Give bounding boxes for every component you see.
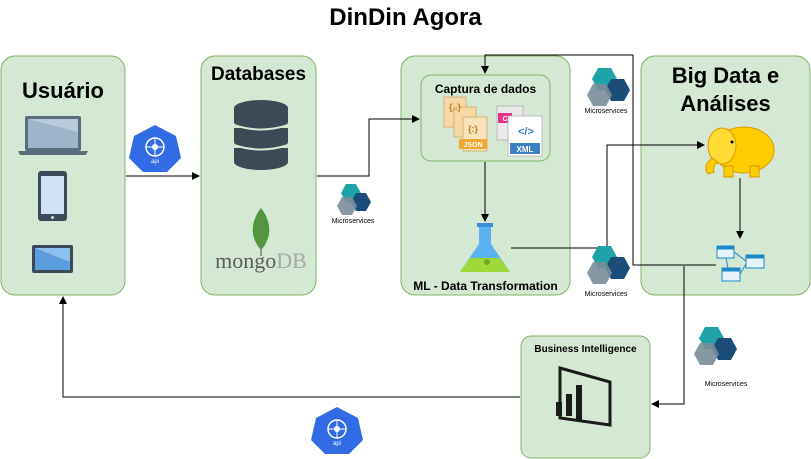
edge-analytics-captura	[481, 54, 716, 266]
flask-icon	[460, 223, 510, 272]
k8s-api-icon-bottom	[311, 407, 363, 454]
edge-analytics-bi	[651, 266, 685, 408]
powerbi-icon	[556, 366, 612, 427]
usuario-label: Usuário	[22, 78, 104, 103]
svg-text:{:}: {:}	[468, 124, 478, 134]
hadoop-elephant-icon	[705, 126, 775, 178]
microservices-label-2: Microservices	[584, 108, 628, 115]
ml-label: ML - Data Transformation	[413, 279, 558, 293]
xml-file-label: XML	[517, 145, 534, 154]
microservices-label-4: Microservices	[704, 381, 748, 388]
svg-text:{..}: {..}	[449, 102, 462, 112]
mongodb-leaf-icon	[252, 208, 270, 256]
bigdata-label-line1: Big Data e	[671, 63, 780, 88]
microservices-icon-4	[694, 327, 737, 365]
microservices-label-3: Microservices	[584, 291, 628, 298]
microservices-icon-1	[337, 184, 371, 215]
json-file-label: JSON	[463, 142, 482, 149]
bi-label: Business Intelligence	[534, 344, 637, 355]
edge-ml-hadoop	[511, 141, 705, 249]
edge-bi-usuario	[59, 296, 520, 398]
microservices-label-1: Microservices	[331, 218, 375, 225]
bi-box[interactable]	[520, 335, 651, 459]
json-files-icon: {..} {:}	[443, 96, 488, 152]
csv-file-label: C	[502, 116, 507, 123]
xml-files-icon: </>	[496, 105, 543, 157]
tablet-icon	[32, 245, 73, 273]
phone-icon	[38, 171, 67, 221]
captura-label: Captura de dados	[434, 82, 537, 96]
edge-databases-captura	[317, 115, 420, 177]
analytics-flow-icon	[716, 245, 765, 282]
laptop-icon	[18, 116, 88, 155]
k8s-api-icon	[129, 125, 181, 172]
mongodb-label: mongoDB	[215, 248, 307, 273]
svg-text:</>: </>	[518, 126, 534, 138]
microservices-icon-2	[587, 68, 630, 106]
bigdata-label-line2: Análises	[680, 91, 771, 116]
microservices-icon-3	[587, 246, 630, 284]
diagram-title: DinDin Agora	[329, 4, 482, 31]
api-badge-label-bottom: api	[333, 441, 341, 447]
api-badge-label: api	[151, 159, 159, 165]
databases-label: Databases	[210, 64, 307, 85]
database-icon	[233, 100, 289, 170]
